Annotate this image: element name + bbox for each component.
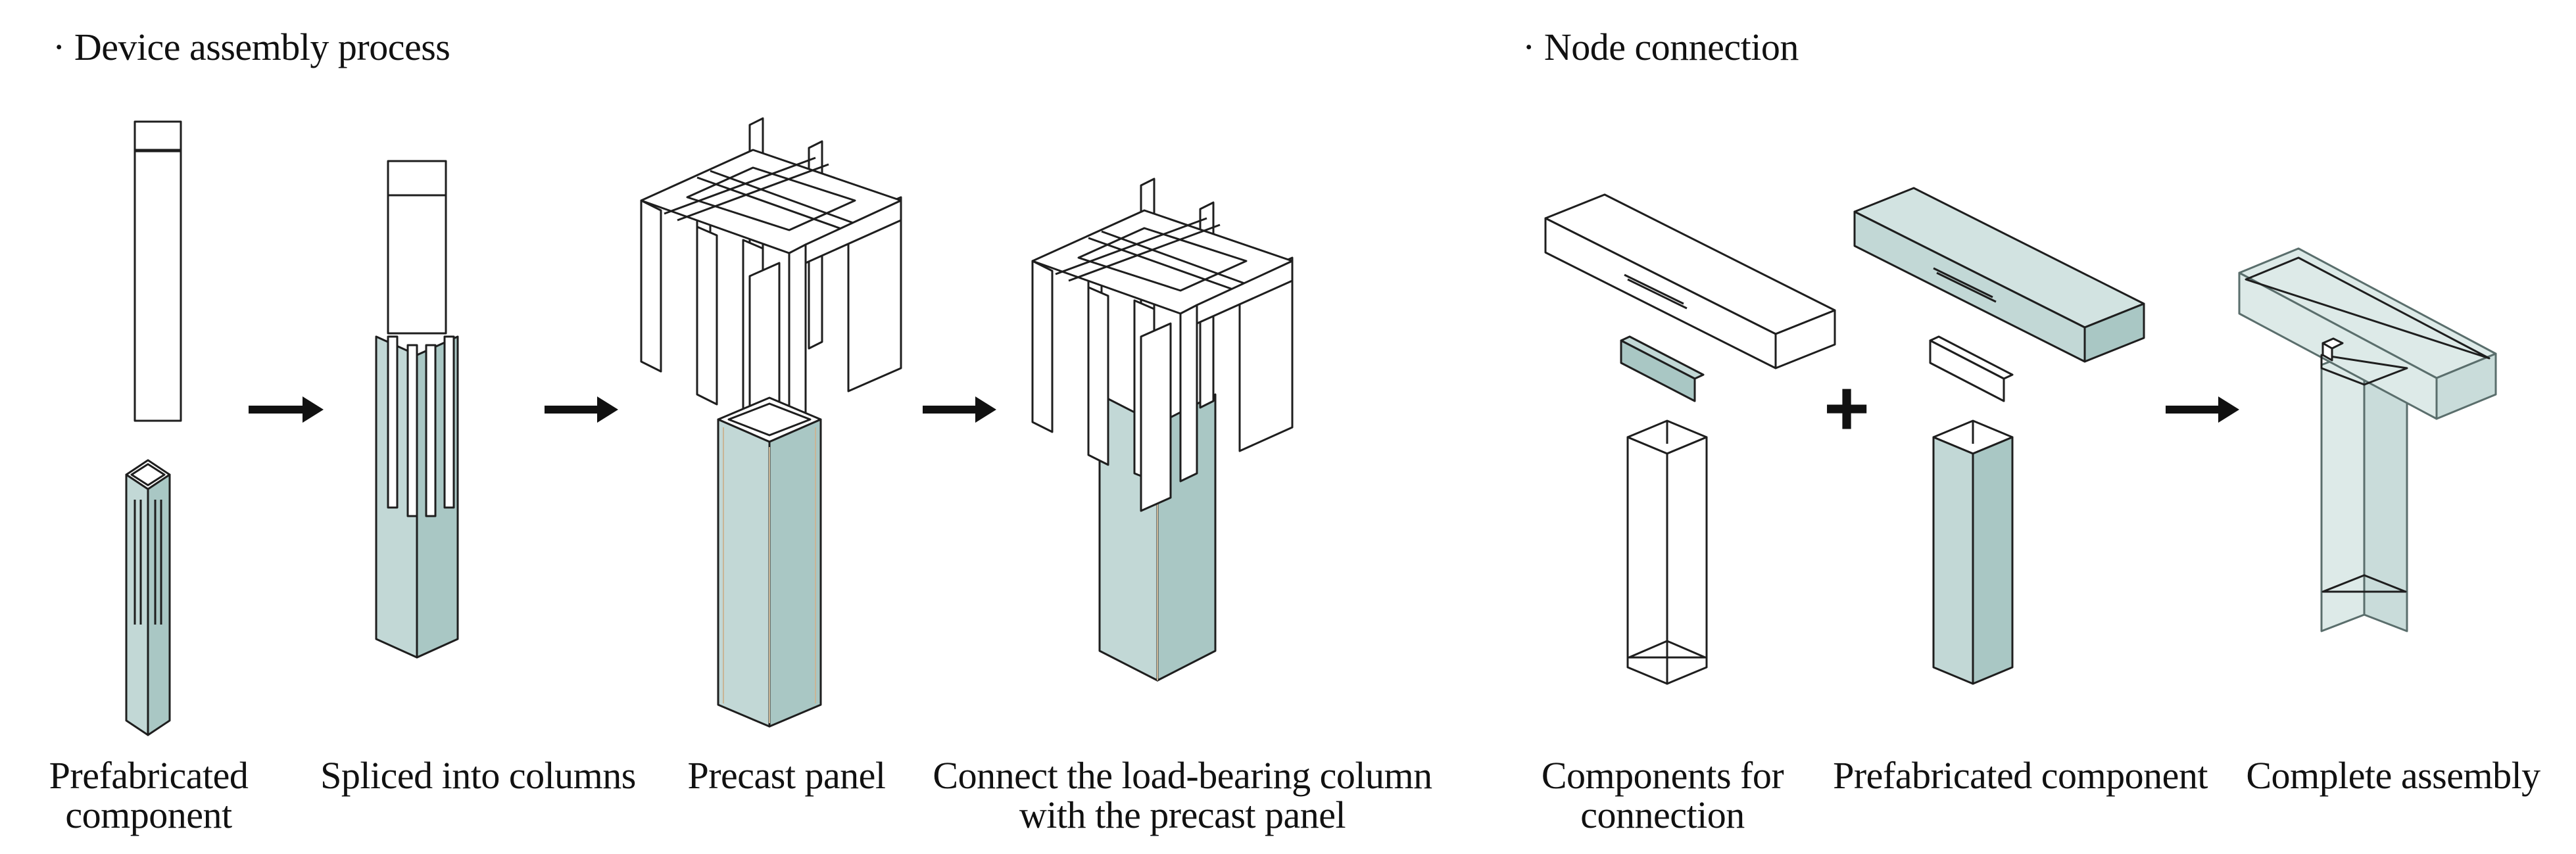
prefab-beam-teal <box>1853 187 2145 363</box>
connection-column-outline <box>1626 419 1708 685</box>
caption-components-line2: connection <box>1580 794 1745 836</box>
caption-connect-line2: with the precast panel <box>1019 794 1346 836</box>
complete-assembly-t-joint <box>2238 247 2497 632</box>
connection-plate <box>1620 335 1705 402</box>
caption-prefabricated-component: Prefabricated component <box>49 756 249 835</box>
assembled-column-panel <box>1031 178 1294 682</box>
arrow-right-3 <box>923 396 996 423</box>
caption-components-line1: Components for <box>1541 754 1784 797</box>
prefab-top-column <box>134 120 182 422</box>
caption-connect-column-panel: Connect the load-bearing column with the… <box>933 756 1432 835</box>
prefab-plate-outline <box>1929 335 2014 402</box>
arrow-right-4 <box>2166 396 2239 423</box>
heading-device-assembly-process: · Device assembly process <box>53 26 450 68</box>
heading-node-connection: · Node connection <box>1522 26 1799 68</box>
precast-column <box>717 396 822 728</box>
arrow-right-1 <box>249 396 324 423</box>
arrow-right-2 <box>545 396 618 423</box>
spliced-column <box>375 160 459 659</box>
caption-prefabricated-component-node: Prefabricated component <box>1833 754 2208 797</box>
caption-spliced-into-columns: Spliced into columns <box>320 754 636 797</box>
precast-grid-panel <box>640 117 902 452</box>
caption-prefab-line1: Prefabricated <box>49 754 249 797</box>
prefab-slotted-column <box>125 459 171 736</box>
caption-connect-line1: Connect the load-bearing column <box>933 754 1432 797</box>
caption-prefab-line2: component <box>65 794 232 836</box>
plus-symbol: + <box>1824 364 1870 452</box>
caption-components-for-connection: Components for connection <box>1542 756 1784 835</box>
caption-precast-panel: Precast panel <box>687 754 886 797</box>
caption-complete-assembly: Complete assembly <box>2246 754 2540 797</box>
prefab-column-teal <box>1932 419 2014 685</box>
connection-beam-outline <box>1544 193 1836 369</box>
